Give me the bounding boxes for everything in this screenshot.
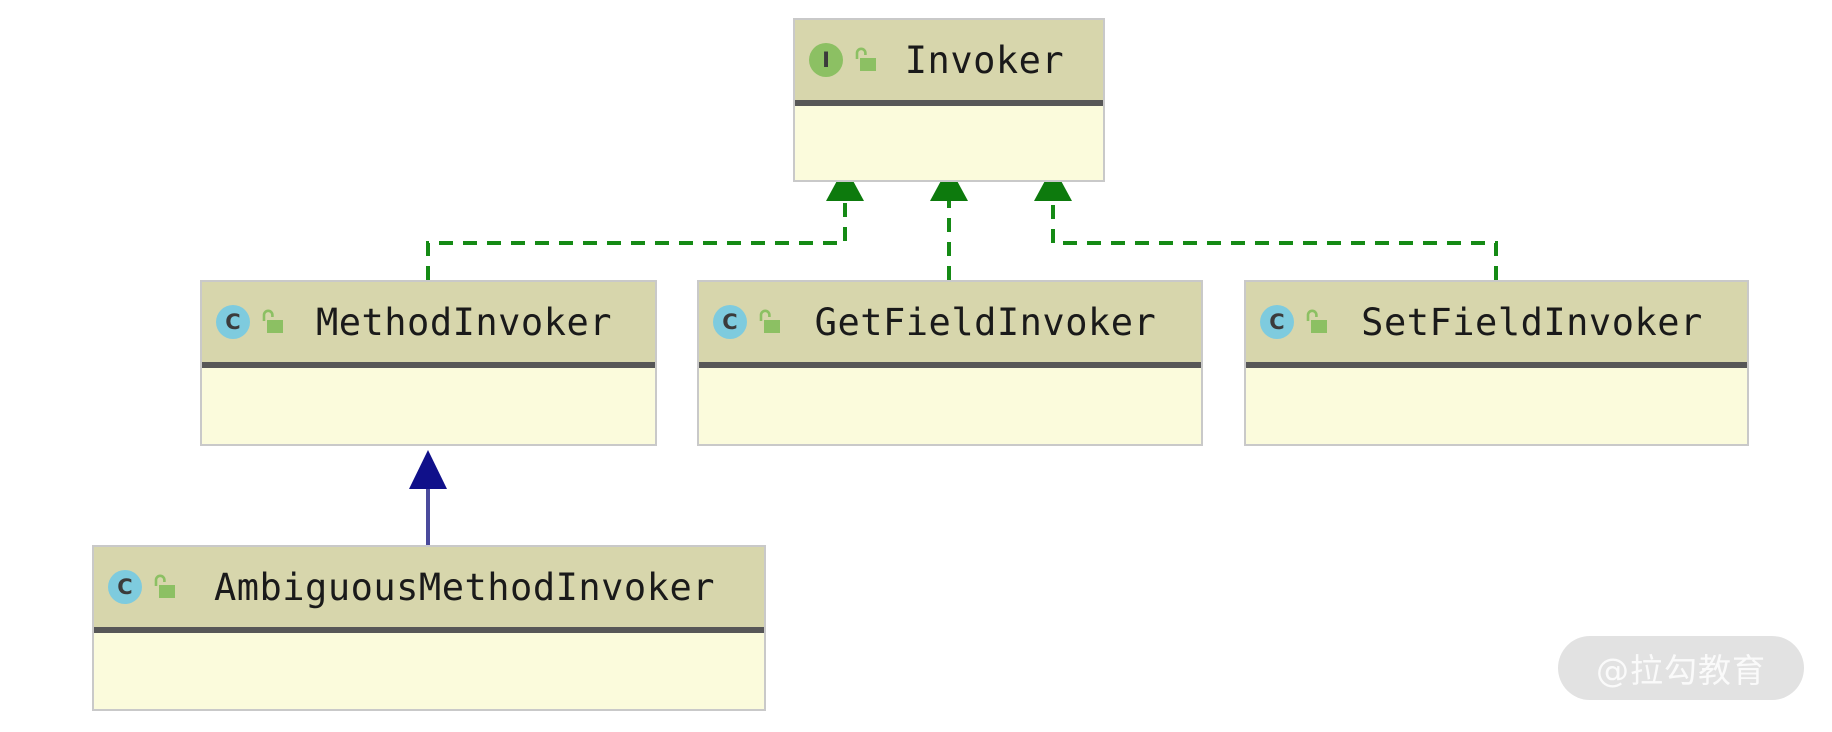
edge-methodinvoker-to-invoker bbox=[426, 166, 864, 280]
class-icon: C bbox=[108, 570, 142, 604]
uml-node-ambiguousmethodinvoker[interactable]: C AmbiguousMethodInvoker bbox=[92, 545, 766, 711]
uml-node-title: GetFieldInvoker bbox=[814, 300, 1157, 344]
unlock-icon bbox=[855, 47, 876, 71]
class-icon: C bbox=[216, 305, 250, 339]
class-icon: C bbox=[713, 305, 747, 339]
watermark-text: @拉勾教育 bbox=[1596, 651, 1766, 690]
uml-node-setfieldinvoker[interactable]: C SetFieldInvoker bbox=[1244, 280, 1749, 446]
edge-getfieldinvoker-to-invoker bbox=[930, 166, 968, 280]
uml-node-title: SetFieldInvoker bbox=[1361, 300, 1703, 344]
uml-node-header: C MethodInvoker bbox=[202, 282, 655, 368]
unlock-icon bbox=[1306, 309, 1327, 333]
unlock-icon bbox=[759, 309, 780, 333]
uml-node-title: AmbiguousMethodInvoker bbox=[213, 565, 716, 609]
uml-node-members bbox=[699, 368, 1201, 442]
uml-node-header: C GetFieldInvoker bbox=[699, 282, 1201, 368]
unlock-icon bbox=[262, 309, 283, 333]
uml-node-members bbox=[94, 633, 764, 707]
uml-node-methodinvoker[interactable]: C MethodInvoker bbox=[200, 280, 657, 446]
interface-icon: I bbox=[809, 43, 843, 77]
uml-node-members bbox=[795, 106, 1103, 178]
watermark-badge: @拉勾教育 bbox=[1558, 636, 1804, 700]
uml-node-getfieldinvoker[interactable]: C GetFieldInvoker bbox=[697, 280, 1203, 446]
class-icon: C bbox=[1260, 305, 1294, 339]
uml-node-header: C SetFieldInvoker bbox=[1246, 282, 1747, 368]
edge-setfieldinvoker-to-invoker bbox=[1034, 166, 1498, 280]
generalization-arrowhead bbox=[409, 450, 447, 489]
uml-node-header: C AmbiguousMethodInvoker bbox=[94, 547, 764, 633]
uml-node-title: MethodInvoker bbox=[315, 300, 613, 344]
uml-node-invoker[interactable]: I Invoker bbox=[793, 18, 1105, 182]
unlock-icon bbox=[154, 574, 175, 598]
uml-node-members bbox=[1246, 368, 1747, 442]
edge-ambiguousmethodinvoker-to-methodinvoker bbox=[409, 450, 447, 545]
uml-node-title: Invoker bbox=[904, 38, 1065, 82]
uml-node-members bbox=[202, 368, 655, 442]
uml-node-header: I Invoker bbox=[795, 20, 1103, 106]
